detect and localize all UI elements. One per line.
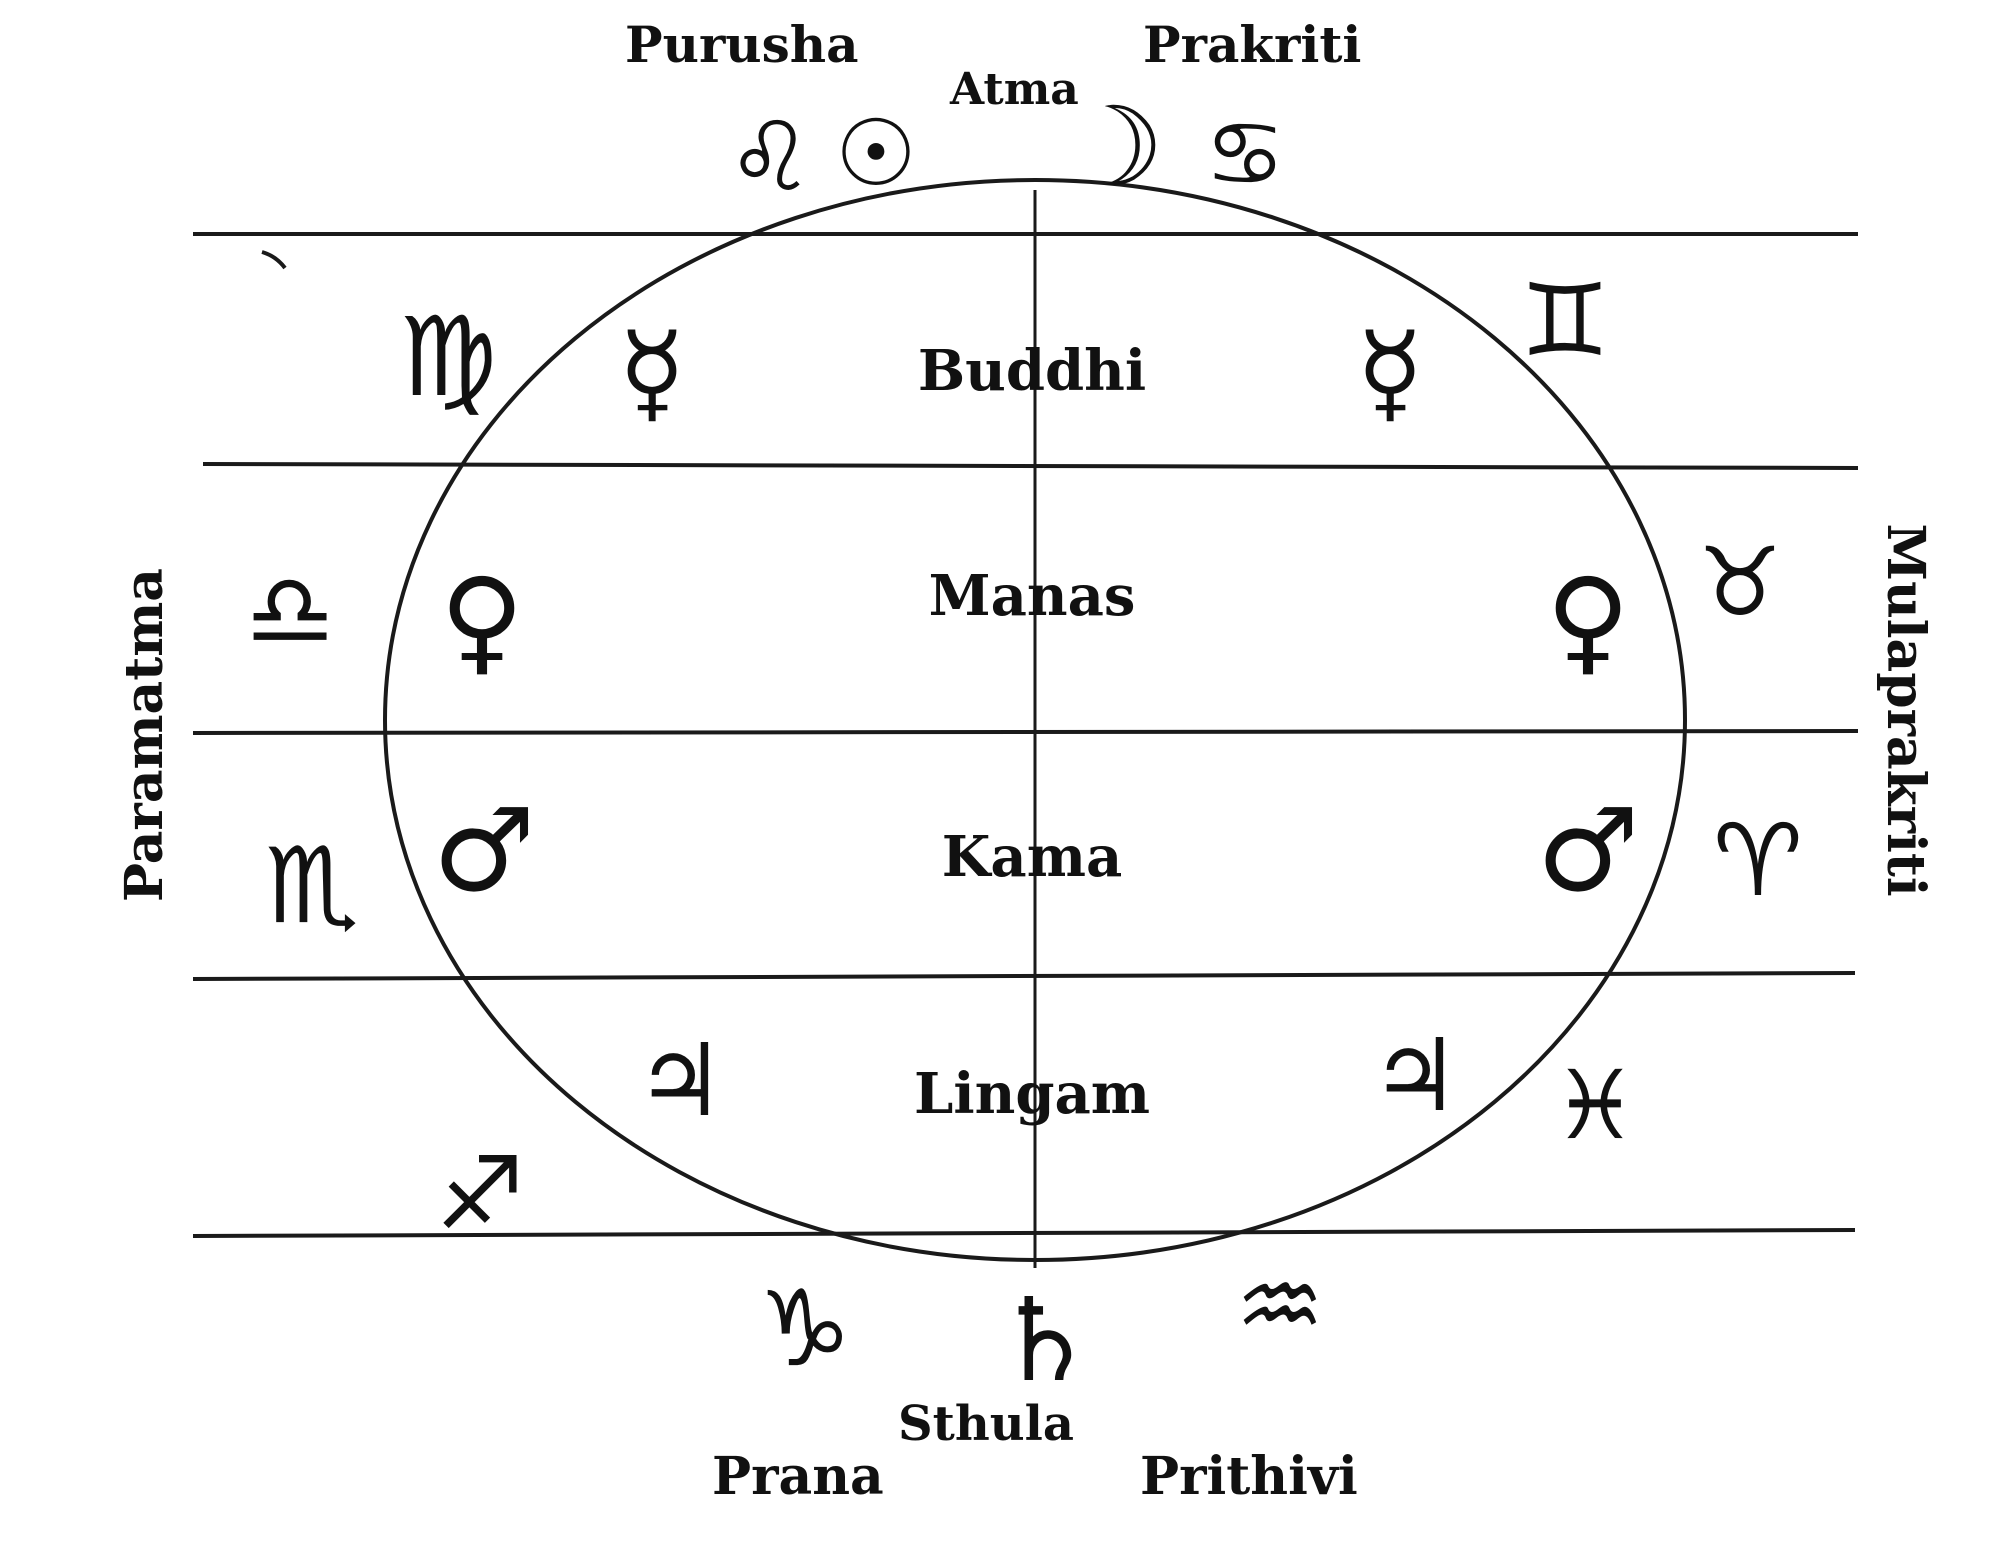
venus-right-icon: ♀: [1546, 554, 1630, 688]
sun-icon: ☉: [835, 100, 917, 207]
label-atma: Atma: [949, 64, 1079, 115]
band-line-2: [202, 462, 1859, 470]
label-lingam: Lingam: [914, 1061, 1150, 1127]
libra-icon: ♎: [245, 552, 335, 669]
stray-mark: [261, 250, 287, 270]
gemini-icon: ♊: [1520, 262, 1610, 379]
band-line-3: [192, 729, 1859, 735]
virgo-icon: ♍: [399, 293, 498, 421]
mars-left-icon: ♂: [432, 784, 535, 918]
label-purusha: Purusha: [625, 15, 859, 74]
mercury-left-icon: ☿: [618, 308, 686, 436]
aries-icon: ♈: [1713, 802, 1803, 919]
mercury-right-icon: ☿: [1356, 308, 1424, 436]
jupiter-right-icon: ♃: [1370, 1017, 1460, 1134]
label-manas: Manas: [929, 563, 1136, 629]
venus-left-icon: ♀: [440, 554, 524, 688]
band-line-4: [192, 971, 1856, 981]
pisces-icon: ♓: [1552, 1051, 1637, 1161]
band-line-5: [192, 1228, 1856, 1238]
label-prana: Prana: [712, 1446, 884, 1507]
capricorn-icon: ♑: [758, 1268, 852, 1390]
label-sthula: Sthula: [898, 1396, 1074, 1452]
sagittarius-icon: ♐: [435, 1135, 525, 1252]
label-mulaprakriti: Mulaprakriti: [1875, 523, 1936, 896]
mars-right-icon: ♂: [1536, 784, 1639, 918]
jupiter-left-icon: ♃: [635, 1022, 725, 1139]
moon-icon: ☽: [1066, 83, 1165, 211]
aquarius-icon: ♒: [1235, 1247, 1325, 1364]
label-kama: Kama: [942, 824, 1123, 890]
label-paramatma: Paramatma: [114, 568, 175, 902]
saturn-icon: ♄: [993, 1274, 1096, 1408]
cancer-icon: ♋: [1205, 102, 1286, 207]
leo-icon: ♌: [727, 101, 813, 213]
label-buddhi: Buddhi: [918, 338, 1146, 404]
scorpio-icon: ♏: [265, 825, 359, 947]
taurus-icon: ♉: [1697, 528, 1782, 638]
label-prithivi: Prithivi: [1140, 1446, 1358, 1507]
label-prakriti: Prakriti: [1143, 15, 1361, 74]
